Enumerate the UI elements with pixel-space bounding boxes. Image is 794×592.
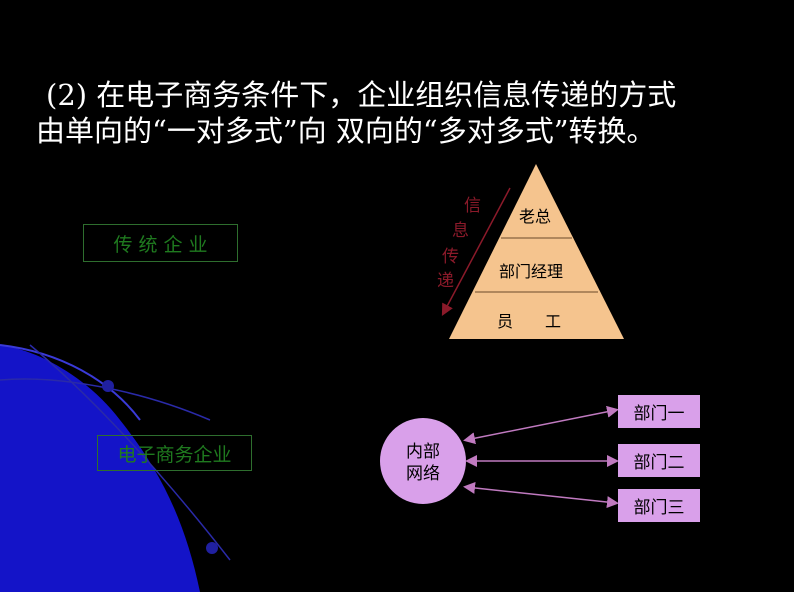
department-three: 部门三 — [618, 489, 700, 522]
globe-dot — [206, 542, 218, 554]
pyramid-level-boss: 老总 — [519, 207, 552, 226]
pyramid-level-managers: 部门经理 — [499, 262, 564, 281]
globe-dot — [102, 380, 114, 392]
network-circle — [380, 418, 466, 504]
slide-title-line2: 由单向的“一对多式”向 双向的“多对多式”转换。 — [36, 114, 656, 148]
info-flow-char: 递 — [437, 271, 454, 291]
network-center-label: 内部 网络 — [388, 441, 458, 485]
globe-shape — [0, 345, 200, 592]
info-flow-arrow — [441, 187, 511, 316]
globe-orbit-line — [29, 344, 231, 561]
department-two: 部门二 — [618, 444, 700, 477]
network-center-line1: 内部 — [406, 442, 440, 462]
info-flow-char: 传 — [442, 247, 459, 267]
dept-arrow — [463, 481, 619, 509]
dept-arrow — [463, 405, 619, 445]
pyramid-level-staff: 员 工 — [497, 312, 562, 331]
globe-orbit-line — [0, 378, 211, 421]
ecommerce-enterprise-label: 电子商务企业 — [97, 435, 252, 471]
traditional-enterprise-label: 传 统 企 业 — [83, 224, 238, 262]
network-center-line2: 网络 — [406, 464, 440, 484]
globe-highlight — [0, 344, 141, 421]
pyramid — [449, 164, 624, 339]
slide-title-line1: (2) 在电子商务条件下，企业组织信息传递的方式 — [46, 78, 677, 112]
info-flow-char: 信 — [464, 196, 481, 216]
info-flow-char: 息 — [452, 221, 469, 241]
department-one: 部门一 — [618, 395, 700, 428]
